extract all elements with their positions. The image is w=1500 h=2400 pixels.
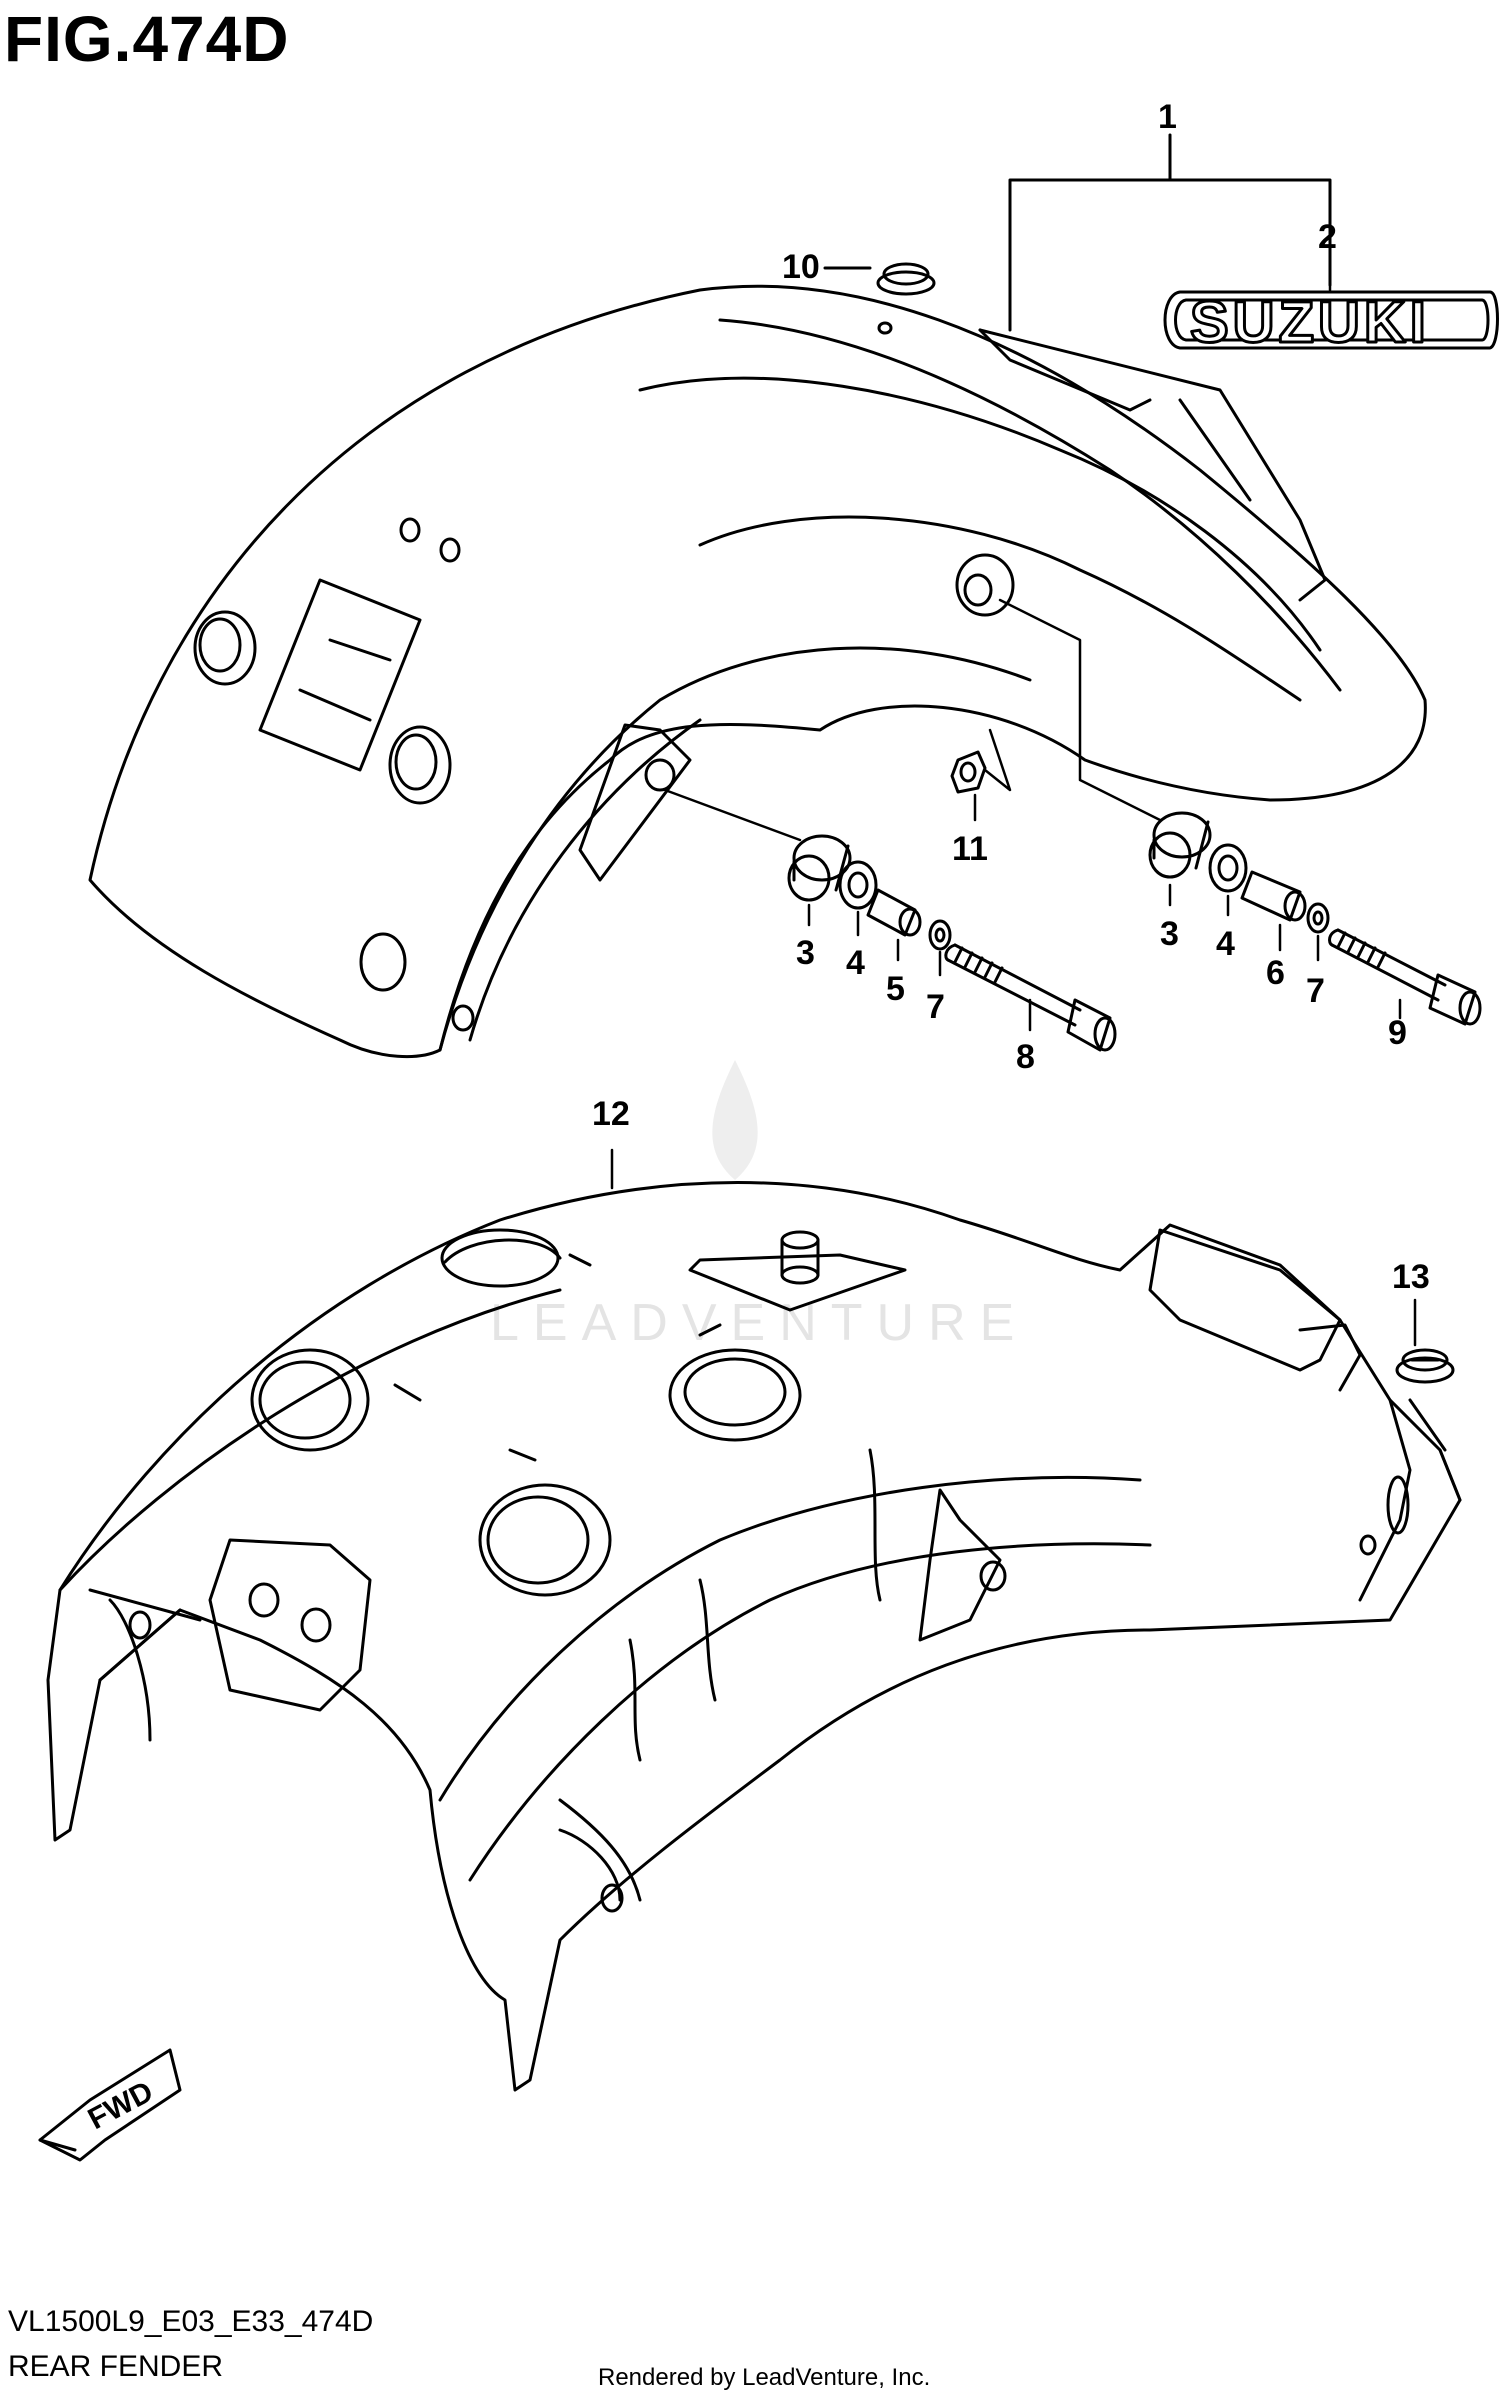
leadventure-watermark: LEADVENTURE xyxy=(490,1060,1028,1352)
callout-11: 11 xyxy=(952,830,988,868)
washer-7-right[interactable] xyxy=(1306,902,1330,934)
callout-3-left: 3 xyxy=(796,934,815,972)
rear-fender-inner-12[interactable] xyxy=(46,1181,1462,2092)
spacer-3-left[interactable] xyxy=(787,834,852,902)
callout-6: 6 xyxy=(1266,954,1285,992)
callout-leaders xyxy=(610,133,1417,1347)
callout-3-right: 3 xyxy=(1160,915,1179,953)
callout-4-left: 4 xyxy=(846,944,865,982)
callout-labels: 1 2 3 3 4 4 5 6 7 7 8 9 10 11 12 13 xyxy=(592,98,1430,1296)
hardware-leader-lines xyxy=(663,598,1162,842)
watermark-text: LEADVENTURE xyxy=(490,1294,1028,1352)
grommet-13[interactable] xyxy=(1395,1348,1455,1384)
suzuki-emblem[interactable]: SUZUKI xyxy=(1163,289,1499,357)
nut-11[interactable] xyxy=(950,750,987,794)
figure-title: FIG.474D xyxy=(4,3,290,75)
callout-2: 2 xyxy=(1318,218,1337,256)
grommet-10[interactable] xyxy=(823,262,936,296)
rear-fender-upper[interactable] xyxy=(88,284,1427,1058)
callout-4-right: 4 xyxy=(1216,925,1235,963)
callout-8: 8 xyxy=(1016,1038,1035,1076)
callout-1: 1 xyxy=(1158,98,1177,136)
callout-9: 9 xyxy=(1388,1014,1407,1052)
bolt-9[interactable] xyxy=(1328,928,1482,1026)
callout-13: 13 xyxy=(1392,1258,1430,1296)
washer-4-left[interactable] xyxy=(838,860,878,910)
model-code: VL1500L9_E03_E33_474D xyxy=(8,2305,374,2338)
collar-5[interactable] xyxy=(866,888,922,937)
spacer-3-right[interactable] xyxy=(1148,811,1212,879)
washer-7-left[interactable] xyxy=(928,919,952,951)
callout-10: 10 xyxy=(782,248,820,286)
washer-4-right[interactable] xyxy=(1208,843,1248,893)
emblem-text: SUZUKI xyxy=(1190,290,1430,355)
collar-6[interactable] xyxy=(1240,870,1307,922)
render-credit: Rendered by LeadVenture, Inc. xyxy=(598,2364,931,2391)
forward-direction-badge: FWD xyxy=(38,2048,182,2162)
callout-7-left: 7 xyxy=(926,988,945,1026)
callout-12: 12 xyxy=(592,1095,630,1133)
fwd-text: FWD xyxy=(83,2075,159,2136)
figure-caption: REAR FENDER xyxy=(8,2350,224,2383)
callout-5: 5 xyxy=(886,970,905,1008)
callout-7-right: 7 xyxy=(1306,972,1325,1010)
bolt-8[interactable] xyxy=(944,943,1117,1052)
